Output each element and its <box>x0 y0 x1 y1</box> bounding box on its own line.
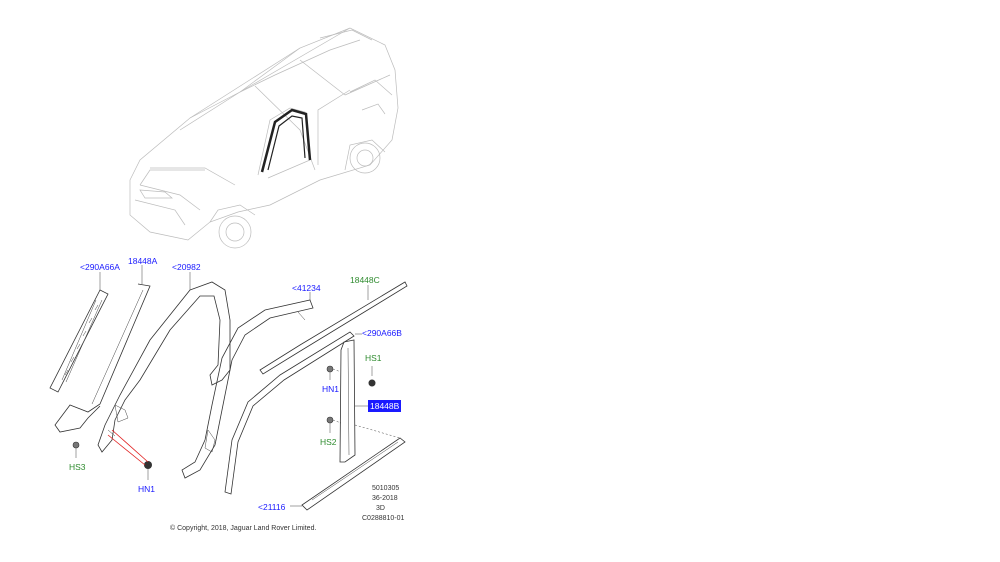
part-290A66A <box>49 289 109 393</box>
part-18448C <box>259 281 408 375</box>
drawing-reference: C0288810-01 <box>362 515 405 522</box>
callout-HN1-right: HN1 <box>322 384 340 394</box>
callout-18448C: 18448C <box>350 275 380 285</box>
callout-HS3: HS3 <box>69 462 86 472</box>
drawing-view: 3D <box>376 505 385 512</box>
callout-18448B-highlighted[interactable]: 18448B <box>367 400 402 412</box>
copyright-notice: © Copyright, 2018, Jaguar Land Rover Lim… <box>170 525 317 532</box>
part-18448B <box>339 339 368 463</box>
callout-18448A: 18448A <box>128 256 158 266</box>
vehicle-illustration <box>129 27 399 249</box>
callout-290A66B: <290A66B <box>362 328 402 338</box>
fasteners <box>72 365 376 480</box>
callout-HS1: HS1 <box>365 353 382 363</box>
red-leader-lines <box>107 429 149 466</box>
part-41234 <box>181 299 314 479</box>
part-18448A <box>54 283 151 433</box>
drawing-number: 5010305 <box>372 485 400 492</box>
part-290A66B <box>224 331 362 495</box>
drawing-date: 36-2018 <box>372 495 398 502</box>
callout-20982: <20982 <box>172 262 201 272</box>
callout-290A66A: <290A66A <box>80 262 120 272</box>
callout-HN1-left: HN1 <box>138 484 156 494</box>
callout-HS2: HS2 <box>320 437 337 447</box>
callout-41234: <41234 <box>292 283 321 293</box>
part-21116 <box>290 424 406 511</box>
part-20982 <box>97 281 231 453</box>
callout-21116: <21116 <box>258 502 286 512</box>
label-leaders <box>99 265 311 300</box>
